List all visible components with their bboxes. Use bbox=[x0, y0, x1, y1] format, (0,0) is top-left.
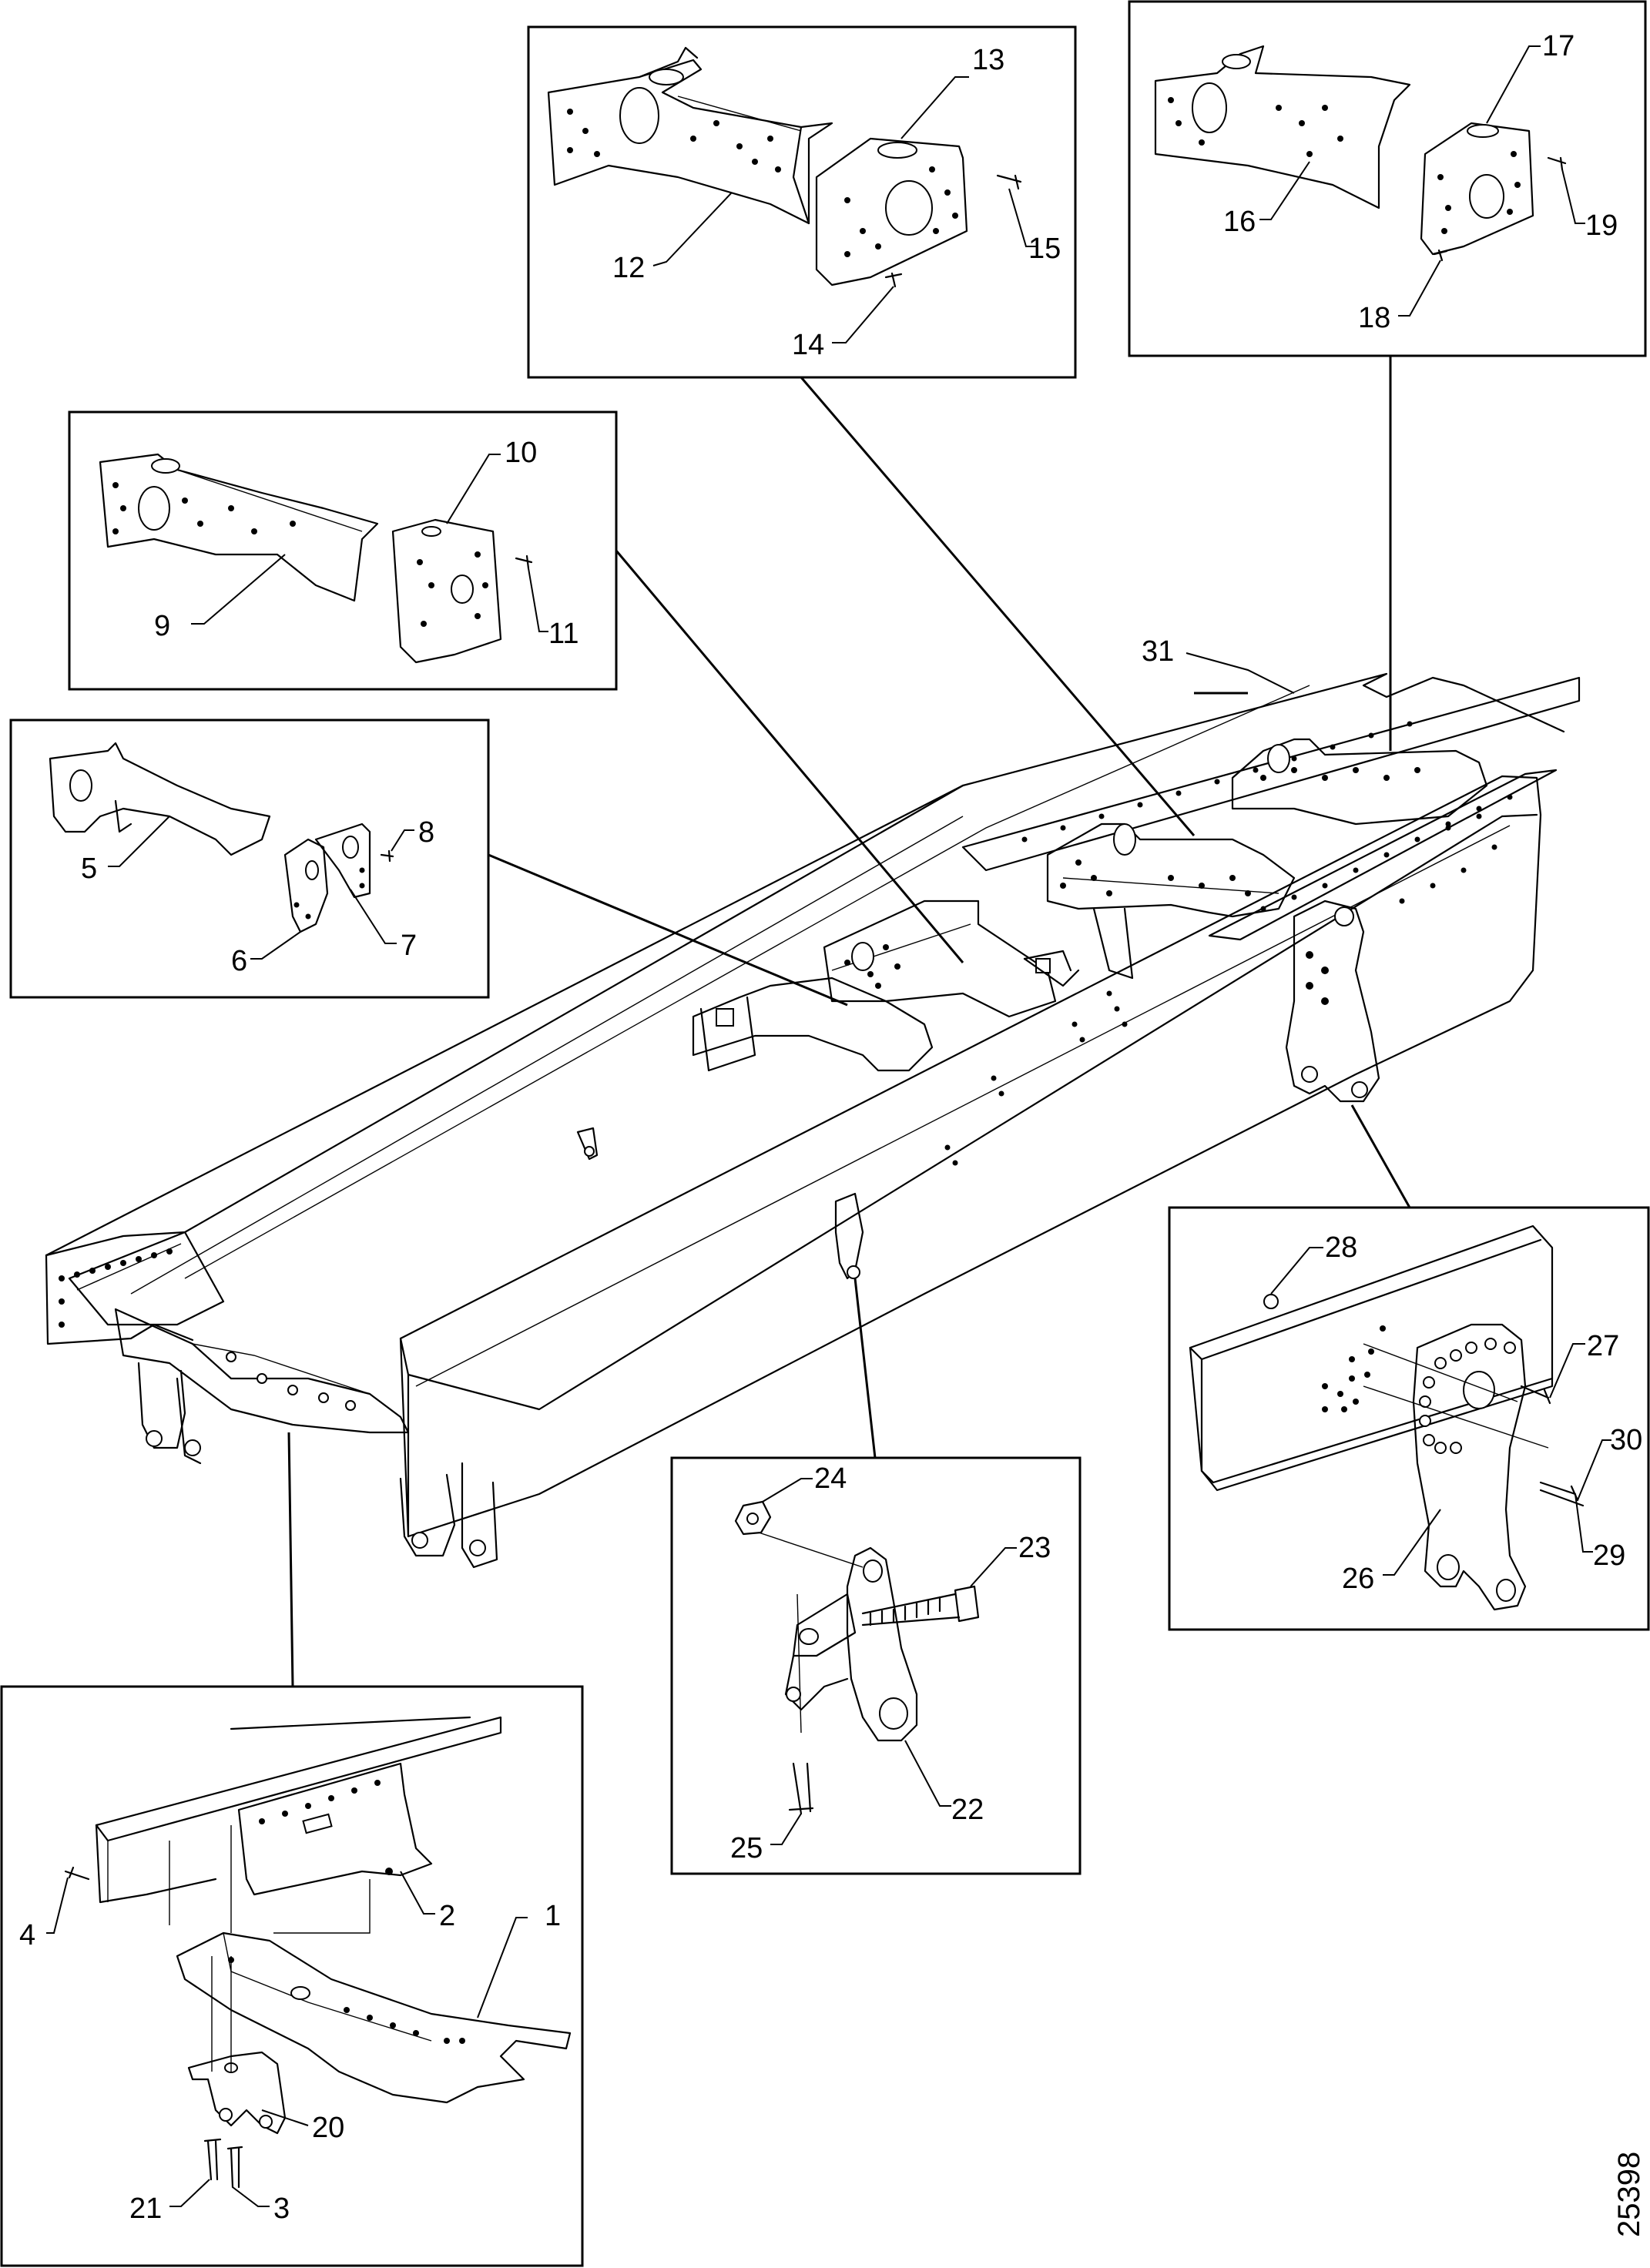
label-23: 23 bbox=[1018, 1532, 1051, 1564]
detail-box-spring-hanger bbox=[1168, 1206, 1650, 1631]
label-26: 26 bbox=[1342, 1563, 1374, 1595]
label-3: 3 bbox=[273, 2193, 290, 2225]
leader-31 bbox=[1186, 652, 1295, 694]
label-10: 10 bbox=[505, 437, 537, 469]
detail-frame bbox=[670, 1456, 1082, 1875]
detail-box-front-crossmember bbox=[0, 1685, 584, 2267]
label-7: 7 bbox=[401, 930, 417, 962]
label-29: 29 bbox=[1593, 1539, 1625, 1572]
connector-lines bbox=[287, 356, 1411, 1687]
label-11: 11 bbox=[548, 618, 579, 650]
label-4: 4 bbox=[19, 1919, 35, 1951]
label-20: 20 bbox=[312, 2112, 344, 2144]
label-12: 12 bbox=[612, 252, 645, 284]
label-19: 19 bbox=[1585, 209, 1618, 242]
main-chassis-frame bbox=[45, 672, 1581, 1569]
label-28: 28 bbox=[1325, 1231, 1357, 1264]
label-18: 18 bbox=[1358, 302, 1390, 334]
label-25: 25 bbox=[730, 1832, 763, 1864]
label-16: 16 bbox=[1223, 206, 1256, 238]
label-22: 22 bbox=[951, 1794, 984, 1826]
detail-box-crossmember-12 bbox=[527, 25, 1077, 379]
label-17: 17 bbox=[1542, 30, 1575, 62]
detail-box-shackle-bracket bbox=[670, 1456, 1082, 1875]
label-31: 31 bbox=[1142, 635, 1174, 668]
label-30: 30 bbox=[1610, 1424, 1642, 1456]
part-labels: 1 2 3 4 5 6 7 8 9 10 11 12 13 14 15 16 1… bbox=[19, 30, 1642, 2225]
figure-code: 25398 bbox=[1612, 2152, 1646, 2237]
label-14: 14 bbox=[792, 329, 824, 361]
label-8: 8 bbox=[418, 816, 434, 849]
label-9: 9 bbox=[154, 610, 170, 642]
label-15: 15 bbox=[1028, 233, 1061, 265]
label-6: 6 bbox=[231, 945, 247, 977]
detail-box-crossmember-5 bbox=[9, 719, 490, 999]
detail-box-crossmember-16 bbox=[1128, 0, 1647, 357]
label-27: 27 bbox=[1587, 1330, 1619, 1362]
detail-frame bbox=[9, 719, 490, 999]
label-24: 24 bbox=[814, 1462, 847, 1495]
label-1: 1 bbox=[545, 1900, 561, 1932]
label-13: 13 bbox=[972, 44, 1004, 76]
detail-frame bbox=[1128, 0, 1647, 357]
label-21: 21 bbox=[129, 2193, 162, 2225]
label-5: 5 bbox=[81, 853, 97, 885]
label-2: 2 bbox=[439, 1900, 455, 1932]
